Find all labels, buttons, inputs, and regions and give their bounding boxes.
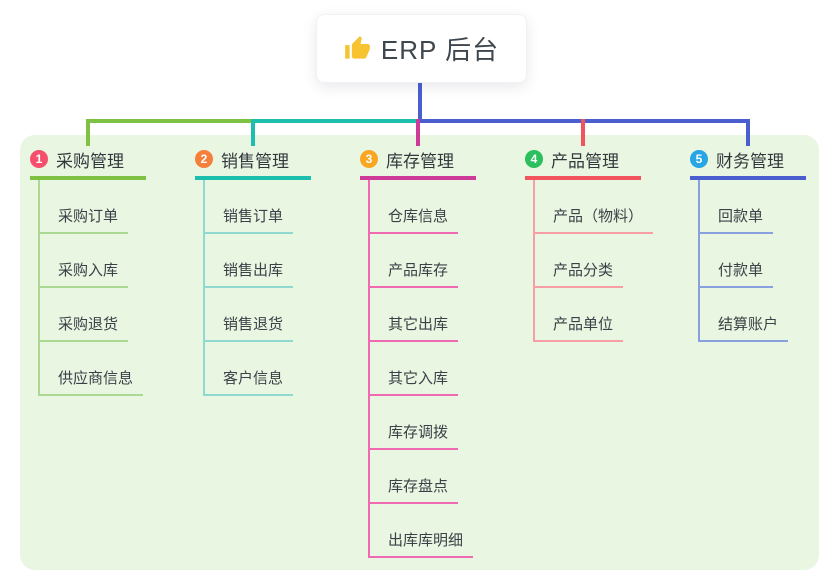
root-label: ERP 后台 (380, 35, 500, 65)
branch-number-badge: 5 (690, 150, 708, 168)
child-slot: 库存调拨 (360, 396, 490, 450)
branch-connector-line (581, 119, 585, 146)
branch-children: 仓库信息 产品库存 其它出库 其它入库 库存调拨 库存盘点 出库库明细 (360, 180, 490, 558)
child-node[interactable]: 仓库信息 (368, 205, 459, 234)
child-node[interactable]: 产品分类 (533, 259, 624, 288)
branch-connector-line (86, 119, 90, 146)
children-connector-line (203, 180, 205, 396)
branch-children: 产品（物料） 产品分类 产品单位 (525, 180, 655, 342)
child-node[interactable]: 库存调拨 (368, 421, 459, 450)
child-node[interactable]: 产品库存 (368, 259, 459, 288)
child-slot: 产品单位 (525, 288, 655, 342)
child-node[interactable]: 其它出库 (368, 313, 459, 342)
branch-connector-line (746, 119, 750, 146)
branch-label: 产品管理 (551, 151, 619, 171)
children-connector-line (533, 180, 535, 342)
branch-column: 1 采购管理 采购订单 采购入库 采购退货 供应商信息 (30, 119, 160, 396)
children-connector-line (698, 180, 700, 342)
root-node[interactable]: ERP 后台 (316, 14, 527, 83)
child-slot: 产品（物料） (525, 180, 655, 234)
branch-number-badge: 2 (195, 150, 213, 168)
child-node[interactable]: 采购退货 (38, 313, 129, 342)
branch-column: 5 财务管理 回款单 付款单 结算账户 (690, 119, 820, 342)
child-slot: 销售退货 (195, 288, 325, 342)
thumbs-up-icon (344, 35, 371, 62)
child-node[interactable]: 客户信息 (203, 367, 294, 396)
child-slot: 结算账户 (690, 288, 820, 342)
child-node[interactable]: 产品（物料） (533, 205, 654, 234)
child-slot: 产品分类 (525, 234, 655, 288)
branch-number-badge: 3 (360, 150, 378, 168)
branch-node[interactable]: 2 销售管理 (195, 146, 311, 180)
branch-node[interactable]: 1 采购管理 (30, 146, 146, 180)
branch-children: 回款单 付款单 结算账户 (690, 180, 820, 342)
child-node[interactable]: 采购入库 (38, 259, 129, 288)
child-node[interactable]: 销售退货 (203, 313, 294, 342)
branch-number-badge: 4 (525, 150, 543, 168)
child-slot: 供应商信息 (30, 342, 160, 396)
branch-children: 采购订单 采购入库 采购退货 供应商信息 (30, 180, 160, 396)
child-slot: 销售出库 (195, 234, 325, 288)
bus-line-middle-segment (251, 119, 418, 123)
child-slot: 采购订单 (30, 180, 160, 234)
child-node[interactable]: 销售出库 (203, 259, 294, 288)
child-slot: 库存盘点 (360, 450, 490, 504)
branch-label: 财务管理 (716, 151, 784, 171)
child-slot: 仓库信息 (360, 180, 490, 234)
child-node[interactable]: 库存盘点 (368, 475, 459, 504)
branch-label: 销售管理 (221, 151, 289, 171)
child-slot: 客户信息 (195, 342, 325, 396)
children-connector-line (38, 180, 40, 396)
child-slot: 采购退货 (30, 288, 160, 342)
child-slot: 出库库明细 (360, 504, 490, 558)
branch-connector-line (251, 119, 255, 146)
child-node[interactable]: 供应商信息 (38, 367, 144, 396)
child-node[interactable]: 付款单 (698, 259, 774, 288)
bus-line-left-segment (86, 119, 251, 123)
children-connector-line (368, 180, 370, 558)
branches-panel (20, 135, 819, 570)
branch-node[interactable]: 4 产品管理 (525, 146, 641, 180)
child-slot: 销售订单 (195, 180, 325, 234)
child-node[interactable]: 产品单位 (533, 313, 624, 342)
branch-column: 4 产品管理 产品（物料） 产品分类 产品单位 (525, 119, 655, 342)
child-slot: 其它入库 (360, 342, 490, 396)
child-node[interactable]: 销售订单 (203, 205, 294, 234)
branch-column: 2 销售管理 销售订单 销售出库 销售退货 客户信息 (195, 119, 325, 396)
child-node[interactable]: 出库库明细 (368, 529, 474, 558)
root-connector-line (418, 80, 422, 121)
child-slot: 回款单 (690, 180, 820, 234)
child-slot: 产品库存 (360, 234, 490, 288)
child-node[interactable]: 采购订单 (38, 205, 129, 234)
branch-children: 销售订单 销售出库 销售退货 客户信息 (195, 180, 325, 396)
branch-label: 库存管理 (386, 151, 454, 171)
branch-column: 3 库存管理 仓库信息 产品库存 其它出库 其它入库 库存调拨 库存盘点 出库库… (360, 119, 490, 558)
branch-number-badge: 1 (30, 150, 48, 168)
child-node[interactable]: 结算账户 (698, 313, 789, 342)
branch-node[interactable]: 5 财务管理 (690, 146, 806, 180)
child-node[interactable]: 其它入库 (368, 367, 459, 396)
branch-label: 采购管理 (56, 151, 124, 171)
child-slot: 采购入库 (30, 234, 160, 288)
branch-connector-line (416, 119, 420, 146)
branch-node[interactable]: 3 库存管理 (360, 146, 476, 180)
child-slot: 其它出库 (360, 288, 490, 342)
child-node[interactable]: 回款单 (698, 205, 774, 234)
child-slot: 付款单 (690, 234, 820, 288)
